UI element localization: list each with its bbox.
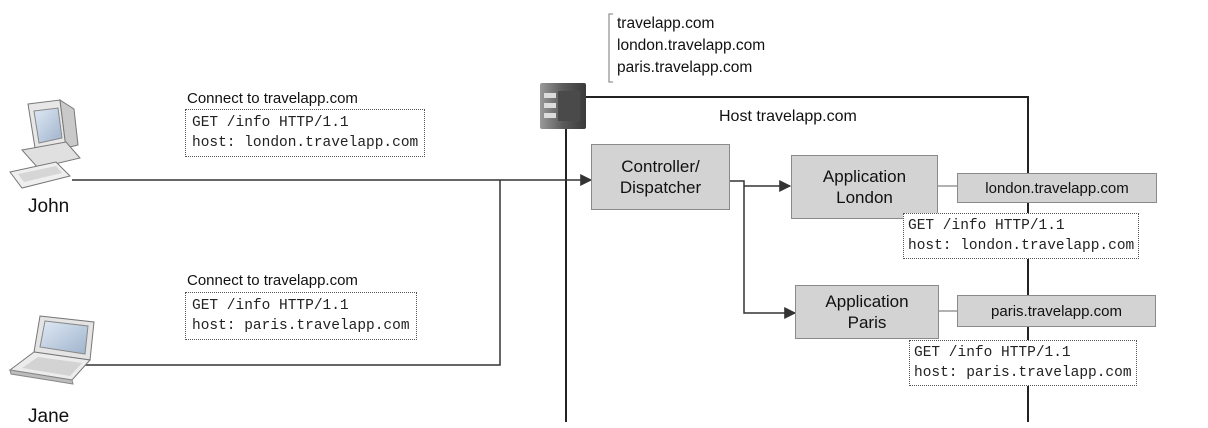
server-icon [540,83,586,129]
dispatcher-to-paris-line [729,180,797,319]
application-london-label: Application [822,167,907,186]
application-london-box: Application London [791,155,938,219]
dns-name-london: london.travelapp.com [617,37,766,54]
john-host-header: host: london.travelapp.com [192,135,419,151]
jane-request-line: GET /info HTTP/1.1 [192,298,349,314]
john-request-line: GET /info HTTP/1.1 [192,115,349,131]
dispatcher-label: Dispatcher [619,178,702,197]
application-paris-box: Application Paris [795,285,939,339]
dns-name-primary: travelapp.com [617,15,715,32]
jane-label: Jane [28,406,70,427]
london-host-header: host: london.travelapp.com [908,238,1135,254]
dns-names-list: travelapp.com london.travelapp.com paris… [617,13,765,79]
dns-name-paris: paris.travelapp.com [617,59,753,76]
john-connect-label: Connect to travelapp.com [187,90,358,107]
paris-host-header: host: paris.travelapp.com [914,365,1132,381]
controller-dispatcher-box: Controller/ Dispatcher [591,144,730,210]
application-london-city: London [836,188,893,207]
john-label: John [28,196,70,217]
dns-bracket [608,13,613,83]
jane-host-header: host: paris.travelapp.com [192,318,410,334]
laptop-computer-icon [8,315,95,385]
jane-request-box: GET /info HTTP/1.1 host: paris.travelapp… [185,292,417,340]
jane-connect-label: Connect to travelapp.com [187,272,358,289]
paris-request-box: GET /info HTTP/1.1 host: paris.travelapp… [909,340,1137,386]
london-domain-box: london.travelapp.com [957,173,1157,203]
london-request-line: GET /info HTTP/1.1 [908,218,1065,234]
london-request-box: GET /info HTTP/1.1 host: london.travelap… [903,213,1140,259]
john-request-box: GET /info HTTP/1.1 host: london.travelap… [185,109,426,157]
host-label: Host travelapp.com [719,108,857,125]
paris-request-line: GET /info HTTP/1.1 [914,345,1071,361]
desktop-computer-icon [9,99,81,189]
jane-connection-line [60,180,501,366]
controller-label: Controller/ [621,157,700,176]
application-paris-city: Paris [847,313,887,332]
paris-domain-box: paris.travelapp.com [957,295,1156,327]
application-paris-label: Application [825,292,909,311]
